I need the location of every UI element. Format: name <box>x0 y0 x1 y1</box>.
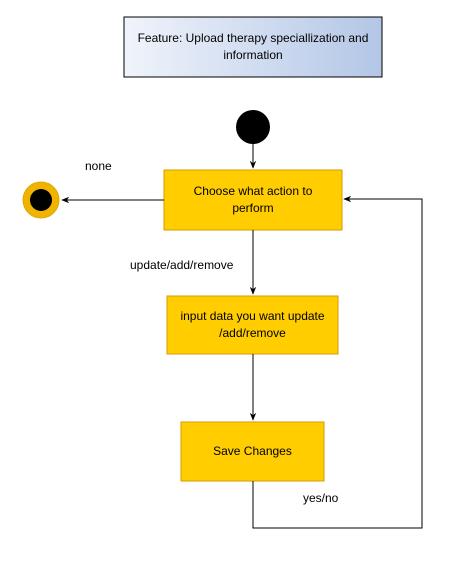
choose-action-node <box>163 169 343 231</box>
final-node-core <box>30 189 52 211</box>
title-box <box>123 16 383 78</box>
edge-label-yesno: yes/no <box>303 491 339 505</box>
edge-save-loop-to-choose <box>252 195 423 529</box>
initial-node <box>236 110 270 144</box>
edge-label-none: none <box>85 159 112 173</box>
save-changes-node <box>180 421 325 482</box>
edge-label-update: update/add/remove <box>130 258 234 272</box>
input-data-node <box>166 295 339 355</box>
